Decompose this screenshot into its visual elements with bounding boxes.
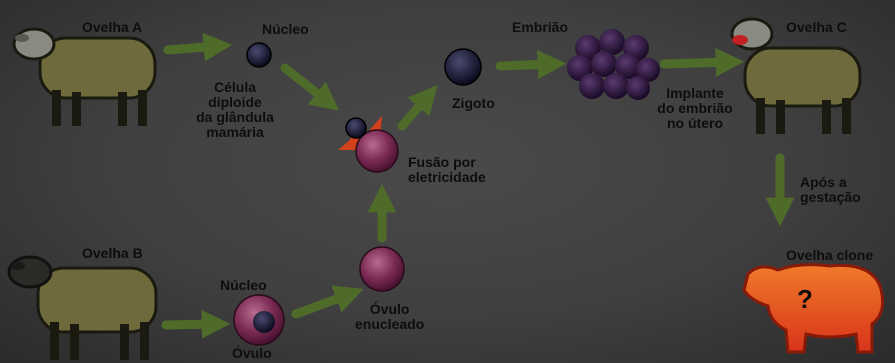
sheep-c [730,17,862,134]
label-zygote: Zigoto [452,95,495,111]
process-arrows [161,32,795,339]
arrow-zygote-to-embryo [495,50,567,79]
label-egg: Óvulo [232,345,272,361]
donor-nucleus [246,42,272,68]
fused-cell [338,116,399,173]
sheep-b [7,255,158,360]
label-nucleus-bottom: Núcleo [220,277,267,293]
clone-question-mark: ? [797,284,813,314]
label-after-gestation: Após a gestação [800,174,861,205]
label-nucleus-top: Núcleo [262,21,309,37]
zygote-cell [444,48,482,86]
label-implant: Implante do embrião no útero [657,85,733,131]
label-fusion: Fusão por eletricidade [408,154,486,185]
label-sheep-c: Ovelha C [786,19,847,35]
arrow-sheep-b-to-egg [161,309,231,339]
label-sheep-b: Ovelha B [82,245,143,261]
label-clone: Ovelha clone [786,247,874,263]
arrow-egg-to-enucleated [291,285,364,319]
egg-with-nucleus [233,294,285,346]
label-embryo: Embrião [512,19,569,35]
arrow-sheep-a-to-nucleus [163,32,233,62]
arrow-embryo-to-sheep-c [659,48,745,77]
enucleated-egg-cell [359,246,405,292]
sheep-a [12,27,157,126]
label-sheep-a: Ovelha A [82,19,143,35]
arrow-nucleus-to-fusion [280,63,340,111]
clone-sheep [742,263,885,354]
embryo-cluster [567,29,660,100]
arrow-fusion-to-zygote [397,85,438,131]
label-enucleated-egg: Óvulo enucleado [355,301,425,332]
label-diploid-cell: Célula diploide da glândula mamária [196,79,274,140]
